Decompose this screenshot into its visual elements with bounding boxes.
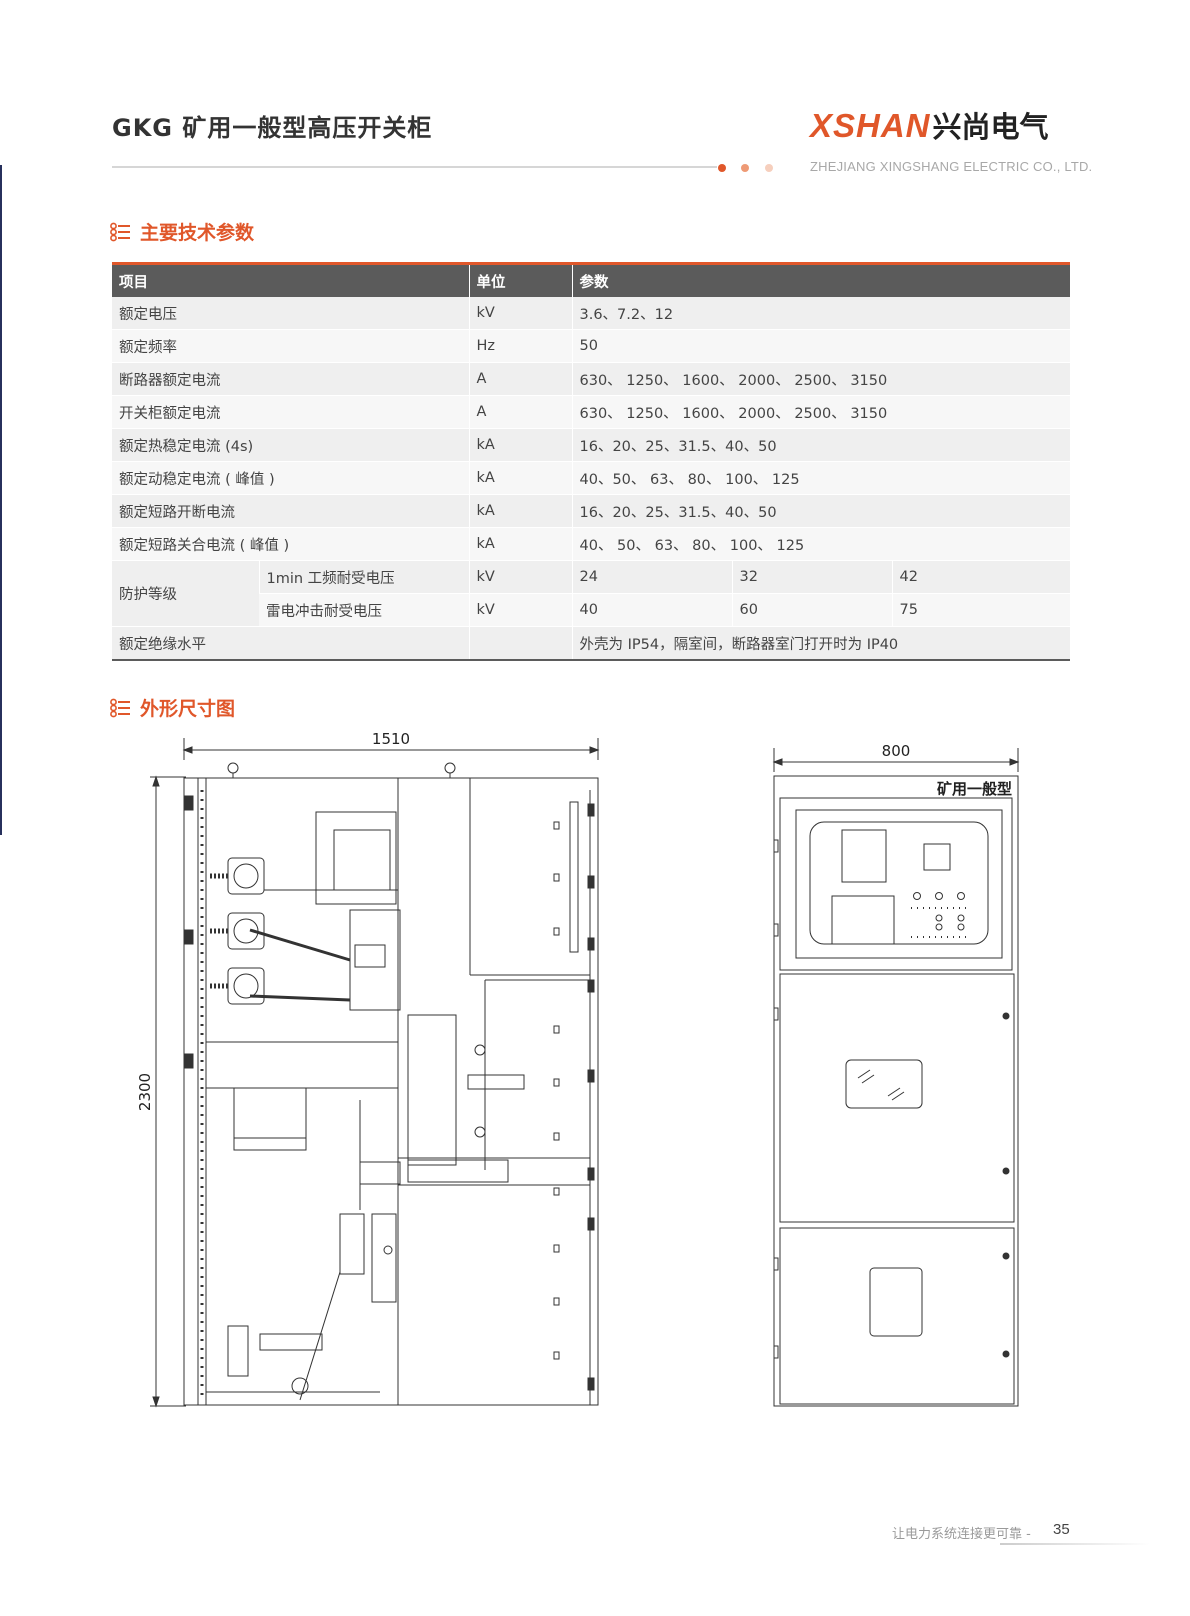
table-header-value: 参数 (571, 263, 1070, 297)
row-unit: kA (468, 494, 572, 528)
row-value: 16、20、25、31.5、40、50 (571, 428, 1070, 462)
row-value: 630、 1250、 1600、 2000、 2500、 3150 (571, 395, 1070, 429)
row-item: 额定绝缘水平 (112, 626, 469, 661)
protection-value: 40 (571, 593, 732, 627)
section-title-dimensions: 外形尺寸图 (110, 694, 235, 721)
table-row: 防护等级 1min 工频耐受电压 kV 24 32 42 (112, 560, 1070, 627)
row-item: 额定短路开断电流 (112, 494, 469, 528)
protection-group-label: 防护等级 (112, 560, 259, 627)
row-item: 断路器额定电流 (112, 362, 469, 396)
table-header-unit: 单位 (468, 263, 572, 297)
protection-value: 75 (891, 593, 1070, 627)
row-value: 16、20、25、31.5、40、50 (571, 494, 1070, 528)
row-item: 额定热稳定电流 (4s) (112, 428, 469, 462)
protection-unit: kV (468, 593, 572, 627)
footer-rule (1000, 1543, 1150, 1545)
section-title-dimensions-label: 外形尺寸图 (140, 698, 236, 720)
footer-slogan: 让电力系统连接更可靠 - (892, 1527, 1031, 1542)
row-unit (468, 626, 572, 661)
table-row: 额定绝缘水平 外壳为 IP54，隔室间，断路器室门打开时为 IP40 (112, 626, 1070, 661)
list-icon (110, 698, 130, 717)
row-item: 额定短路关合电流 ( 峰值 ) (112, 527, 469, 561)
row-unit: A (468, 362, 572, 396)
left-edge-rule (0, 165, 2, 835)
row-value: 630、 1250、 1600、 2000、 2500、 3150 (571, 362, 1070, 396)
row-unit: kA (468, 461, 572, 495)
header-dot-3 (765, 164, 773, 172)
header-dot-1 (718, 164, 726, 172)
row-value: 50 (571, 329, 1070, 363)
protection-value: 42 (891, 560, 1070, 594)
protection-sub-item: 雷电冲击耐受电压 (259, 593, 469, 627)
company-english-name: ZHEJIANG XINGSHANG ELECTRIC CO., LTD. (810, 159, 1093, 174)
door-hinges (184, 795, 595, 1391)
row-value: 40、 50、 63、 80、 100、 125 (571, 527, 1070, 561)
table-header-item: 项目 (112, 263, 469, 297)
table-row: 雷电冲击耐受电压 kV 40 60 75 (112, 593, 1070, 627)
side-width-label: 1510 (372, 730, 410, 748)
table-header-row: 项目 单位 参数 (112, 263, 1070, 297)
row-item: 额定电压 (112, 297, 469, 330)
front-width-label: 800 (882, 742, 911, 760)
row-unit: A (468, 395, 572, 429)
row-item: 额定动稳定电流 ( 峰值 ) (112, 461, 469, 495)
row-unit: kA (468, 527, 572, 561)
row-unit: kV (468, 297, 572, 330)
section-title-specs-label: 主要技术参数 (140, 222, 255, 244)
list-icon (110, 222, 130, 241)
protection-value: 32 (731, 560, 892, 594)
row-value: 外壳为 IP54，隔室间，断路器室门打开时为 IP40 (571, 626, 1070, 661)
door-locks (553, 821, 560, 1360)
header-divider (112, 166, 717, 168)
page-title: GKG 矿用一般型高压开关柜 (112, 114, 433, 142)
side-height-label: 2300 (136, 1073, 154, 1111)
protection-sub-item: 1min 工频耐受电压 (258, 560, 469, 594)
front-view-drawing: 800 矿用一般型 (772, 742, 1020, 1407)
logo-cjk-text: 兴尚电气 (932, 110, 1049, 144)
header-dot-2 (741, 164, 749, 172)
protection-value: 60 (731, 593, 892, 627)
row-unit: Hz (468, 329, 572, 363)
company-logo: XSHAN兴尚电气 (810, 104, 1049, 144)
logo-latin-text: XSHAN (810, 107, 931, 144)
row-value: 40、50、 63、 80、 100、 125 (571, 461, 1070, 495)
row-value: 3.6、7.2、12 (571, 297, 1070, 330)
row-item: 额定频率 (112, 329, 469, 363)
protection-value: 24 (571, 560, 732, 594)
front-type-label: 矿用一般型 (937, 780, 1012, 798)
section-title-specs: 主要技术参数 (110, 218, 254, 245)
front-hinges (773, 839, 779, 1359)
protection-unit: kV (468, 560, 572, 594)
row-item: 开关柜额定电流 (112, 395, 469, 429)
row-unit: kA (468, 428, 572, 462)
page-number: 35 (1053, 1521, 1070, 1538)
side-view-drawing: 1510 2300 (136, 730, 600, 1408)
